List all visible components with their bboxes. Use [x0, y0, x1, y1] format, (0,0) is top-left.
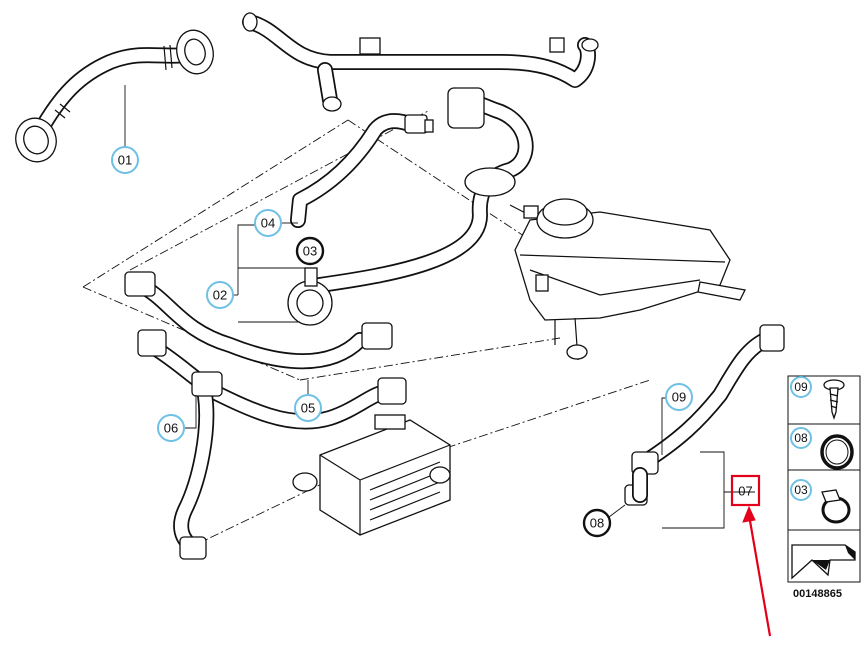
- callout-07-label: 07: [738, 484, 752, 499]
- callout-02[interactable]: 02: [206, 281, 234, 309]
- callout-08[interactable]: 08: [582, 508, 612, 538]
- direction-arrow-icon: [791, 544, 856, 580]
- callout-04[interactable]: 04: [254, 209, 282, 237]
- callout-03[interactable]: 03: [295, 236, 325, 266]
- callout-08-label: 08: [590, 516, 604, 531]
- callout-06-label: 06: [164, 421, 178, 436]
- legend-panel: 09 08 03: [787, 375, 861, 583]
- callout-09-label: 09: [672, 390, 686, 405]
- screw-icon: [823, 379, 845, 421]
- legend-item-08[interactable]: 08: [790, 427, 854, 470]
- indicator-arrow: [742, 505, 772, 637]
- expansion-tank: [514, 198, 746, 361]
- hose-01[interactable]: [10, 26, 218, 167]
- callout-01-label: 01: [118, 153, 132, 168]
- upper-rear-hose: [242, 12, 599, 112]
- o-ring-icon: [820, 434, 854, 470]
- callout-04-label: 04: [261, 216, 275, 231]
- legend-item-03-label: 03: [794, 483, 808, 497]
- callout-07[interactable]: 07: [730, 474, 761, 507]
- hose-05[interactable]: [124, 271, 407, 430]
- callout-05-label: 05: [301, 401, 315, 416]
- legend-item-08-label: 08: [794, 431, 808, 445]
- legend-item-03[interactable]: 03: [790, 479, 851, 524]
- hose-06[interactable]: [137, 329, 223, 560]
- diagram-number: 00148865: [793, 588, 842, 600]
- callout-02-label: 02: [213, 288, 227, 303]
- callout-09[interactable]: 09: [665, 383, 693, 411]
- hose-07[interactable]: [624, 324, 785, 506]
- legend-item-09-label: 09: [794, 380, 808, 394]
- hose-04[interactable]: [290, 113, 434, 228]
- callout-07-highlight: [730, 474, 761, 507]
- callout-01[interactable]: 01: [111, 146, 139, 174]
- callout-05[interactable]: 05: [294, 394, 322, 422]
- legend-item-09[interactable]: 09: [790, 376, 845, 421]
- oil-cooler: [292, 414, 451, 536]
- callout-06[interactable]: 06: [157, 414, 185, 442]
- callout-03-label: 03: [303, 244, 317, 259]
- hose-clamp-icon: [821, 489, 851, 524]
- hose-main-upper[interactable]: [287, 87, 539, 326]
